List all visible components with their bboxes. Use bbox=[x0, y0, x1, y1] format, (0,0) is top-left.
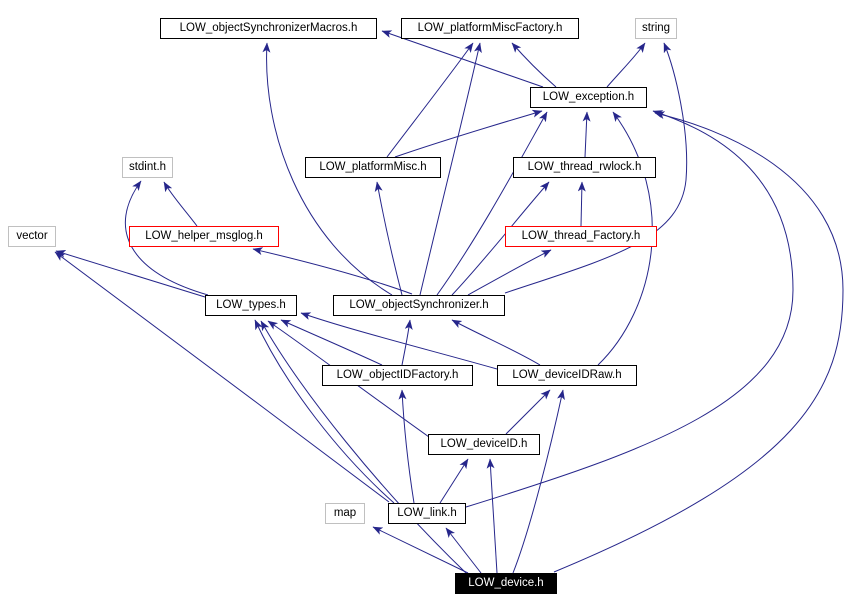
edge-objectIDFactory-to-objectSynchronizer bbox=[401, 319, 413, 366]
node-platformMisc[interactable]: LOW_platformMisc.h bbox=[305, 157, 441, 178]
node-types[interactable]: LOW_types.h bbox=[205, 295, 297, 316]
edge-objectIDFactory-to-types bbox=[280, 319, 383, 366]
edge-objectSynchronizer-to-platformMiscFactory bbox=[419, 42, 482, 296]
edge-exception-to-objectSynchronizerMacros bbox=[381, 30, 544, 88]
edge-device-to-link bbox=[445, 527, 482, 574]
edge-device-to-types bbox=[260, 320, 467, 574]
node-exception[interactable]: LOW_exception.h bbox=[530, 87, 647, 108]
edge-exception-to-platformMiscFactory bbox=[511, 42, 557, 88]
node-objectSynchronizer[interactable]: LOW_objectSynchronizer.h bbox=[333, 295, 505, 316]
edge-objectSynchronizer-to-exception bbox=[436, 111, 548, 296]
node-objectIDFactory[interactable]: LOW_objectIDFactory.h bbox=[322, 365, 473, 386]
edge-types-to-vector bbox=[55, 249, 206, 298]
node-vector[interactable]: vector bbox=[8, 226, 56, 247]
edge-objectSynchronizer-to-helper_msglog bbox=[252, 247, 413, 295]
edge-platformMisc-to-exception bbox=[394, 109, 543, 158]
node-deviceIDRaw[interactable]: LOW_deviceIDRaw.h bbox=[497, 365, 637, 386]
edge-deviceID-to-deviceIDRaw bbox=[505, 389, 551, 435]
edge-link-to-types bbox=[254, 319, 395, 504]
edge-types-to-stdint bbox=[124, 180, 209, 296]
edge-objectSynchronizer-to-platformMisc bbox=[374, 181, 403, 296]
edge-objectSynchronizer-to-string bbox=[504, 42, 688, 294]
edge-platformMisc-to-platformMiscFactory bbox=[386, 42, 474, 158]
edge-device-to-deviceIDRaw bbox=[512, 389, 565, 574]
edge-deviceIDRaw-to-types bbox=[300, 312, 498, 370]
node-platformMiscFactory[interactable]: LOW_platformMiscFactory.h bbox=[401, 18, 579, 39]
edge-thread_Factory-to-thread_rwlock bbox=[577, 181, 586, 227]
edge-exception-to-string bbox=[606, 42, 646, 88]
node-helper_msglog[interactable]: LOW_helper_msglog.h bbox=[129, 226, 279, 247]
node-stdint[interactable]: stdint.h bbox=[122, 157, 173, 178]
edge-deviceIDRaw-to-objectSynchronizer bbox=[451, 319, 541, 366]
node-map[interactable]: map bbox=[325, 503, 365, 524]
edge-thread_rwlock-to-exception bbox=[582, 111, 591, 158]
node-objectSynchronizerMacros[interactable]: LOW_objectSynchronizerMacros.h bbox=[160, 18, 377, 39]
node-thread_rwlock[interactable]: LOW_thread_rwlock.h bbox=[513, 157, 656, 178]
edge-link-to-vector bbox=[54, 251, 390, 503]
edge-objectSynchronizer-to-thread_rwlock bbox=[451, 181, 550, 296]
node-link[interactable]: LOW_link.h bbox=[388, 503, 466, 524]
node-deviceID[interactable]: LOW_deviceID.h bbox=[428, 434, 540, 455]
edge-objectSynchronizer-to-objectSynchronizerMacros bbox=[262, 42, 393, 296]
edge-link-to-exception bbox=[465, 110, 794, 508]
edge-deviceIDRaw-to-exception bbox=[597, 111, 653, 366]
node-string[interactable]: string bbox=[635, 18, 677, 39]
node-thread_Factory[interactable]: LOW_thread_Factory.h bbox=[505, 226, 657, 247]
edge-device-to-map bbox=[372, 526, 469, 574]
edge-device-to-exception bbox=[553, 111, 844, 573]
edge-link-to-objectIDFactory bbox=[398, 389, 415, 504]
edge-helper_msglog-to-stdint bbox=[163, 181, 198, 227]
node-device[interactable]: LOW_device.h bbox=[455, 573, 557, 594]
edge-objectSynchronizer-to-thread_Factory bbox=[467, 249, 552, 296]
edge-link-to-deviceID bbox=[439, 458, 469, 504]
edge-device-to-deviceID bbox=[486, 458, 498, 574]
